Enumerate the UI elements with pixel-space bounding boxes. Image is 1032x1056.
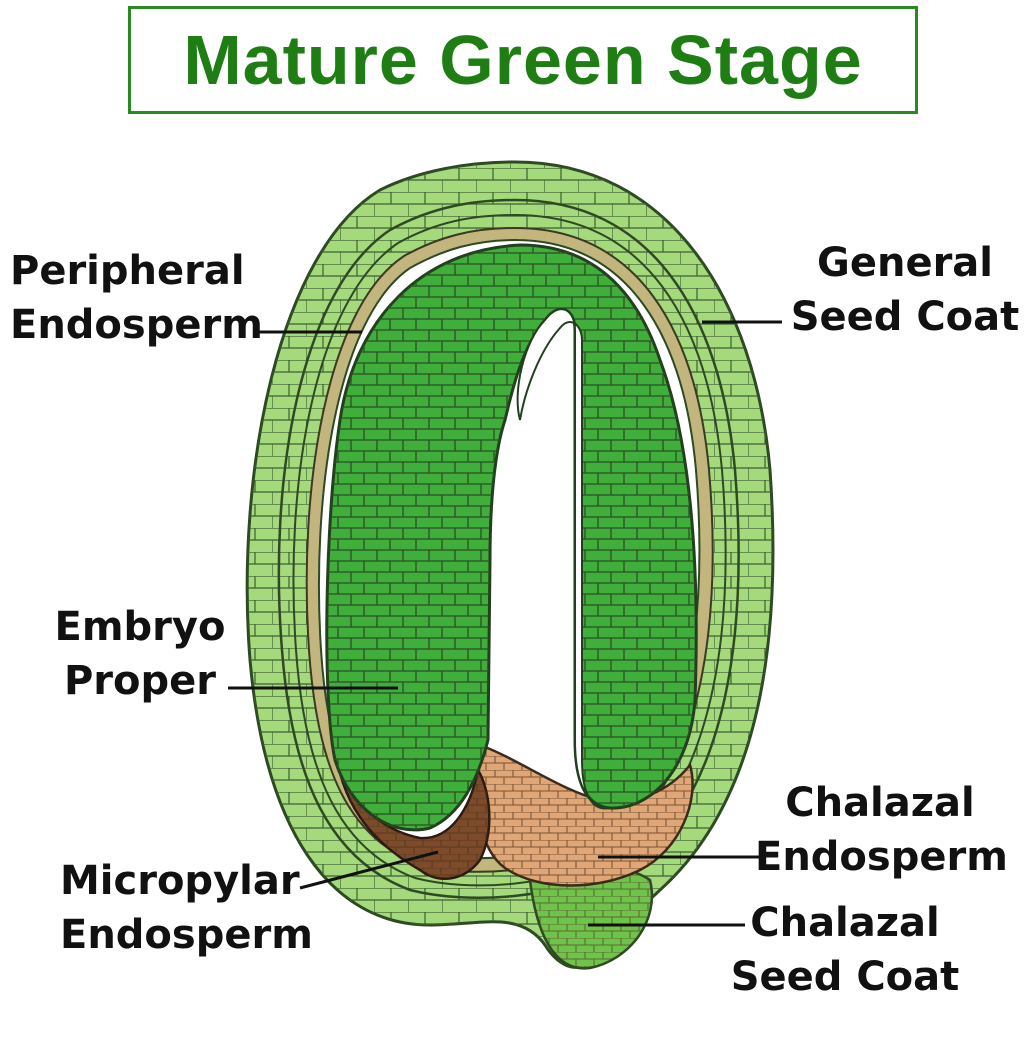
label-micropylar-endosperm-line1: Micropylar xyxy=(60,858,300,904)
label-chalazal-seed-coat-line2: Seed Coat xyxy=(730,954,960,1000)
label-embryo-proper-line1: Embryo xyxy=(54,604,226,650)
label-micropylar-endosperm-line2: Endosperm xyxy=(60,912,313,958)
label-chalazal-seed-coat-line1: Chalazal xyxy=(750,900,940,946)
label-general-seed-coat: General Seed Coat xyxy=(785,236,1025,344)
label-chalazal-endosperm: Chalazal Endosperm xyxy=(755,776,1008,884)
label-general-seed-coat-line1: General xyxy=(817,240,993,286)
label-embryo-proper: Embryo Proper xyxy=(50,600,230,708)
label-chalazal-seed-coat: Chalazal Seed Coat xyxy=(720,896,970,1004)
label-peripheral-endosperm-line2: Endosperm xyxy=(10,302,263,348)
diagram-title: Mature Green Stage xyxy=(183,21,863,99)
micropylar-endosperm xyxy=(336,764,491,880)
title-box: Mature Green Stage xyxy=(128,6,918,114)
label-micropylar-endosperm: Micropylar Endosperm xyxy=(60,854,313,962)
label-general-seed-coat-line2: Seed Coat xyxy=(790,294,1020,340)
label-peripheral-endosperm-line1: Peripheral xyxy=(10,248,245,294)
leader-lines xyxy=(228,320,782,927)
label-chalazal-endosperm-line1: Chalazal xyxy=(785,780,975,826)
embryo-proper xyxy=(325,243,698,832)
label-embryo-proper-line2: Proper xyxy=(63,658,216,704)
chalazal-seed-coat xyxy=(528,863,654,970)
label-peripheral-endosperm: Peripheral Endosperm xyxy=(10,244,263,352)
label-chalazal-endosperm-line2: Endosperm xyxy=(755,834,1008,880)
leader-micropylar-endosperm xyxy=(299,850,439,890)
